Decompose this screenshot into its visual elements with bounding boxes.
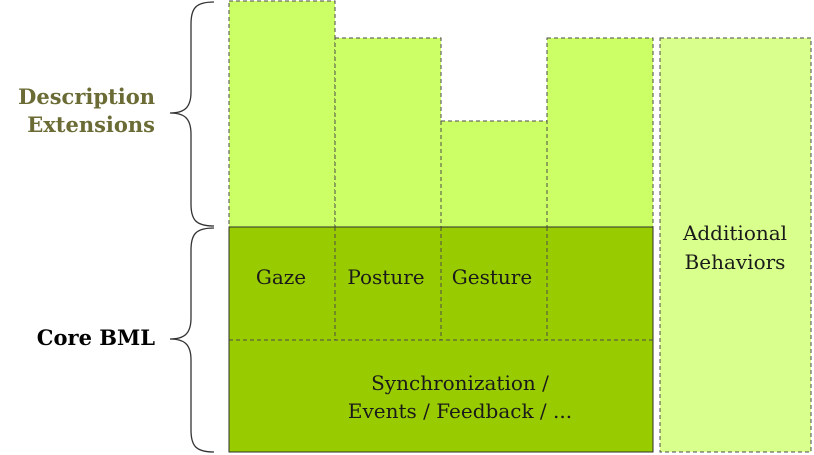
description-extensions-brace bbox=[169, 1, 215, 227]
extension-column-gaze bbox=[228, 0, 336, 228]
extension-column-posture bbox=[334, 37, 442, 228]
extension-column-fourth bbox=[546, 37, 654, 228]
additional-label-line1: Additional bbox=[682, 221, 787, 245]
description-extensions-label-line1: Description bbox=[18, 84, 155, 109]
cell-posture-label: Posture bbox=[347, 265, 424, 289]
sync-label-line2: Events / Feedback / ... bbox=[348, 399, 572, 423]
cell-gesture-label: Gesture bbox=[452, 265, 532, 289]
additional-label-line2: Behaviors bbox=[685, 250, 786, 274]
core-bml-label: Core BML bbox=[37, 325, 155, 350]
additional-behaviors-block bbox=[659, 37, 812, 453]
sync-label-line1: Synchronization / bbox=[371, 371, 549, 395]
cell-gaze-label: Gaze bbox=[256, 265, 306, 289]
core-bml-brace bbox=[169, 227, 215, 453]
description-extensions-label-line2: Extensions bbox=[27, 112, 155, 137]
extension-column-gesture bbox=[440, 120, 548, 228]
